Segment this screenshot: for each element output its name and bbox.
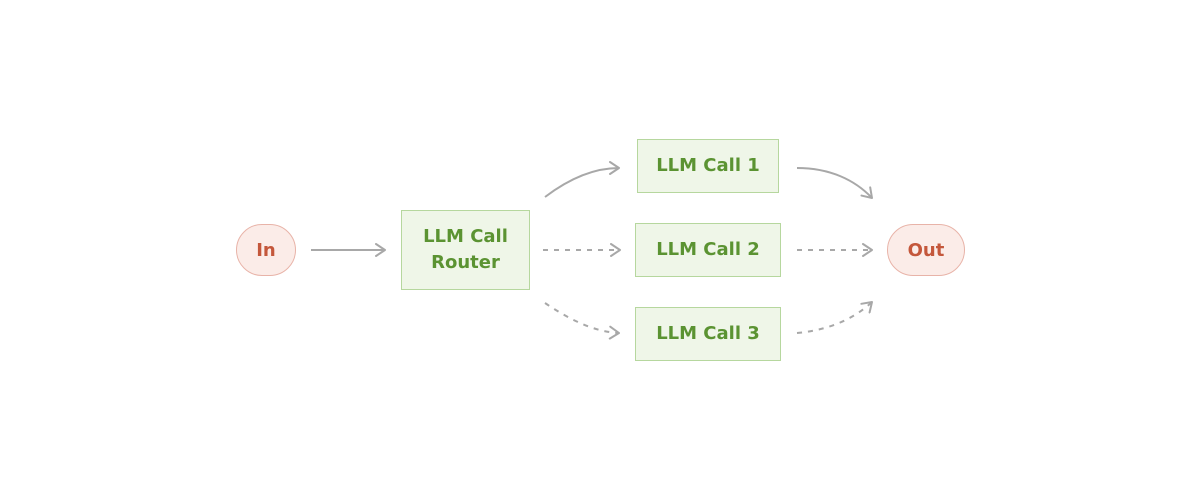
router-node-label-line2: Router bbox=[431, 252, 500, 273]
router-node: LLM Call Router bbox=[401, 210, 530, 290]
router-node-label-line1: LLM Call bbox=[423, 226, 508, 247]
edge-router-to-call1 bbox=[544, 161, 620, 198]
llm-call-3-label: LLM Call 3 bbox=[656, 323, 760, 344]
edge-router-to-call3 bbox=[544, 302, 620, 340]
input-node: In bbox=[236, 224, 296, 276]
input-node-label: In bbox=[256, 239, 276, 261]
llm-call-2-label: LLM Call 2 bbox=[656, 239, 760, 260]
edge-call3-to-out bbox=[796, 301, 873, 334]
output-node-label: Out bbox=[907, 239, 945, 261]
llm-call-1-label: LLM Call 1 bbox=[656, 155, 760, 176]
edge-call1-to-out bbox=[796, 167, 873, 199]
llm-call-1-node: LLM Call 1 bbox=[637, 139, 779, 193]
output-node: Out bbox=[887, 224, 965, 276]
llm-call-3-node: LLM Call 3 bbox=[635, 307, 781, 361]
llm-call-2-node: LLM Call 2 bbox=[635, 223, 781, 277]
